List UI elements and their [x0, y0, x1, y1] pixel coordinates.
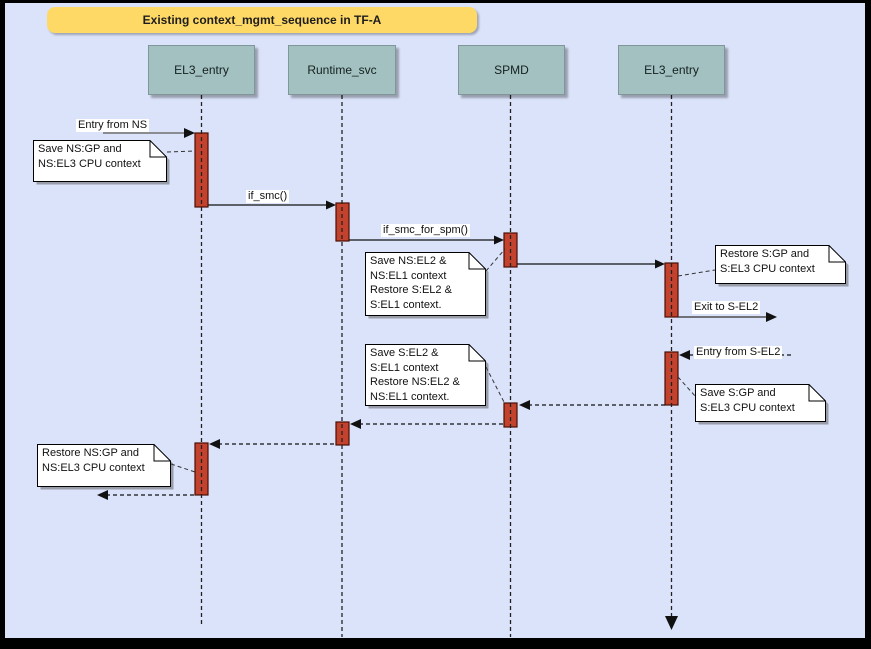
note-line: Restore NS:GP and: [42, 447, 140, 459]
note-fold-icon: [468, 252, 486, 270]
message-label-if-smc: if_smc(): [246, 190, 290, 203]
participant-label: SPMD: [494, 63, 529, 77]
note-shape: [695, 384, 829, 425]
note-line: NS:EL1 context.: [370, 390, 450, 403]
note-body: [365, 252, 486, 316]
message-label-entry-from-ns: Entry from NS: [76, 119, 150, 132]
lifeline-end-arrow-icon: [665, 616, 678, 630]
note-line: NS:EL3 CPU context: [38, 158, 141, 170]
note-line: Save NS:EL2 &: [370, 255, 447, 267]
arrowhead-entry-from-s-el2-icon: [679, 350, 690, 360]
participant-el3-entry-left: EL3_entry: [148, 45, 255, 95]
note-fold-icon: [468, 344, 486, 362]
arrowhead-return-spmd-to-runtime-icon: [350, 419, 361, 429]
participant-spmd: SPMD: [458, 45, 565, 95]
note-body: [37, 444, 171, 487]
note-line: Restore NS:EL2 &: [370, 376, 460, 388]
arrowhead-return-runtime-to-el3-icon: [209, 439, 220, 449]
note-line: NS:EL1 context: [370, 269, 447, 282]
arrowhead-entry-from-ns-icon: [184, 128, 195, 138]
note-shape: [365, 252, 489, 319]
note-shape: [37, 444, 174, 490]
participant-label: EL3_entry: [174, 63, 229, 77]
participant-runtime-svc: Runtime_svc: [288, 45, 396, 95]
connector-note-3: [677, 269, 716, 277]
note-line: S:EL1 context: [370, 361, 439, 374]
message-label-if-smc-for-spm: if_smc_for_spm(): [381, 224, 470, 237]
note-line: Save S:GP and: [700, 387, 776, 399]
arrowhead-if-smc-for-spm-icon: [494, 235, 504, 245]
note-line: Restore S:GP and: [720, 248, 810, 260]
participant-label: EL3_entry: [644, 63, 699, 77]
note-line: S:EL3 CPU context: [720, 263, 815, 275]
note-fold-icon: [808, 384, 826, 402]
note-shape: [33, 140, 170, 185]
note-body: [33, 140, 167, 182]
note-line: Save NS:GP and: [38, 143, 122, 155]
note-restore-s-gp-context: Restore S:GP and S:EL3 CPU context: [715, 245, 850, 288]
note-restore-ns-gp-context: Restore NS:GP and NS:EL3 CPU context: [37, 444, 175, 491]
note-fold-icon: [149, 140, 167, 158]
connector-note-2: [485, 248, 506, 272]
note-body: [695, 384, 826, 422]
participant-el3-entry-right: EL3_entry: [618, 45, 725, 95]
note-shape: [715, 245, 849, 287]
note-line: S:EL3 CPU context: [700, 402, 795, 414]
note-body: [365, 344, 486, 406]
arrowhead-return-el3-to-spmd-icon: [519, 400, 530, 410]
note-body: [715, 245, 846, 284]
arrowhead-return-to-ns-icon: [97, 490, 108, 500]
note-line: Restore S:EL2 &: [370, 284, 452, 296]
diagram-background: [5, 3, 865, 638]
arrowhead-spmd-to-el3-icon: [655, 259, 665, 269]
note-save-s-gp-context: Save S:GP and S:EL3 CPU context: [695, 384, 830, 426]
note-fold-icon: [828, 245, 846, 263]
note-line: S:EL1 context.: [370, 298, 442, 311]
note-fold-icon: [153, 444, 171, 462]
connector-note-1: [166, 150, 196, 153]
note-save-ns-el2-restore-s-el2: Save NS:EL2 & NS:EL1 context Restore S:E…: [365, 252, 490, 320]
note-line: NS:EL3 CPU context: [42, 462, 145, 474]
diagram-title: Existing context_mgmt_sequence in TF-A: [47, 7, 477, 33]
note-line: Save S:EL2 &: [370, 347, 439, 359]
note-save-s-el2-restore-ns-el2: Save S:EL2 & S:EL1 context Restore NS:EL…: [365, 344, 490, 410]
message-label-entry-from-s-el2: Entry from S-EL2: [694, 346, 783, 359]
arrowhead-if-smc-icon: [326, 200, 336, 210]
note-save-ns-gp-context: Save NS:GP and NS:EL3 CPU context: [33, 140, 171, 186]
connector-note-4: [677, 376, 697, 398]
message-label-exit-to-s-el2: Exit to S-EL2: [692, 301, 761, 314]
participant-label: Runtime_svc: [307, 63, 377, 77]
note-shape: [365, 344, 489, 409]
connector-note-6: [170, 463, 196, 473]
arrowhead-exit-to-s-el2-icon: [766, 312, 777, 322]
